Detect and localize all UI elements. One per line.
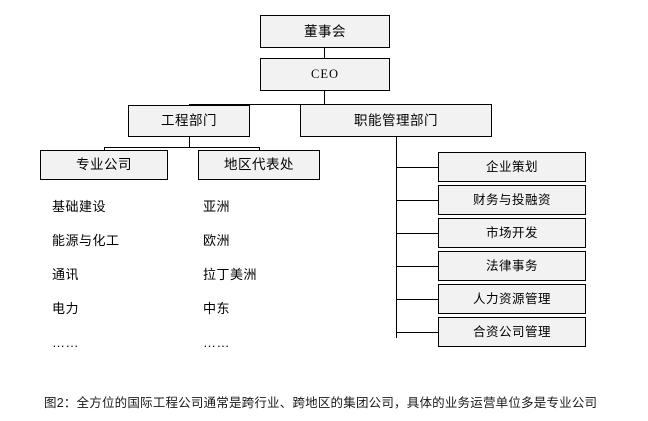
list-item: 中东 <box>203 301 231 316</box>
node-label: 董事会 <box>304 23 346 39</box>
node-label: 市场开发 <box>485 225 538 240</box>
node-label: 工程部门 <box>161 113 217 129</box>
list-item: 拉丁美洲 <box>203 267 258 282</box>
node-functional-unit-human-resources[interactable]: 人力资源管理 <box>438 284 586 314</box>
node-engineering-department[interactable]: 工程部门 <box>128 105 250 137</box>
connector-stub-4 <box>396 266 438 267</box>
connector-ceo-bus <box>189 104 397 105</box>
connector-stub-3 <box>396 233 438 234</box>
list-item: 通讯 <box>52 267 80 282</box>
list-item: …… <box>203 335 230 350</box>
connector-ceo-stem <box>324 91 325 104</box>
node-functional-unit-legal-affairs[interactable]: 法律事务 <box>438 251 586 281</box>
node-label: 专业公司 <box>76 157 132 173</box>
list-item: 基础建设 <box>52 199 107 214</box>
node-functional-management-department[interactable]: 职能管理部门 <box>300 104 492 137</box>
connector-board-to-ceo <box>324 48 325 58</box>
figure-caption: 图2：全方位的国际工程公司通常是跨行业、跨地区的集团公司，具体的业务运营单位多是… <box>44 396 598 410</box>
list-item: 电力 <box>52 301 80 316</box>
list-item: 亚洲 <box>203 199 231 214</box>
node-label: 地区代表处 <box>224 157 294 173</box>
list-item: 能源与化工 <box>52 233 120 248</box>
list-item: 欧洲 <box>203 233 231 248</box>
connector-stub-5 <box>396 299 438 300</box>
node-ceo[interactable]: CEO <box>260 58 390 91</box>
connector-functional-trunk <box>396 137 397 338</box>
node-label: 合资公司管理 <box>472 324 551 339</box>
regional-office-list: 亚洲 欧洲 拉丁美洲 中东 …… <box>203 200 257 349</box>
node-regional-office[interactable]: 地区代表处 <box>198 150 320 180</box>
node-specialized-company[interactable]: 专业公司 <box>40 150 168 180</box>
node-functional-unit-corporate-planning[interactable]: 企业策划 <box>438 152 586 182</box>
connector-stub-6 <box>396 332 438 333</box>
node-functional-unit-finance-investment[interactable]: 财务与投融资 <box>438 185 586 215</box>
specialized-company-list: 基础建设 能源与化工 通讯 电力 …… <box>52 200 120 349</box>
node-label: 人力资源管理 <box>472 291 551 306</box>
connector-engineering-to-regional <box>259 147 260 151</box>
node-board-of-directors[interactable]: 董事会 <box>260 15 390 48</box>
connector-stub-1 <box>396 167 438 168</box>
node-label: 财务与投融资 <box>472 192 551 207</box>
node-functional-unit-joint-venture-management[interactable]: 合资公司管理 <box>438 317 586 347</box>
connector-engineering-to-specialized <box>104 147 105 151</box>
node-label: 企业策划 <box>485 159 538 174</box>
connector-stub-2 <box>396 200 438 201</box>
node-functional-unit-market-development[interactable]: 市场开发 <box>438 218 586 248</box>
connector-engineering-bus <box>104 147 260 148</box>
node-label: 法律事务 <box>485 258 538 273</box>
connector-engineering-stem <box>189 137 190 147</box>
node-label: 职能管理部门 <box>354 112 438 128</box>
list-item: …… <box>52 335 79 350</box>
node-label: CEO <box>311 67 339 82</box>
